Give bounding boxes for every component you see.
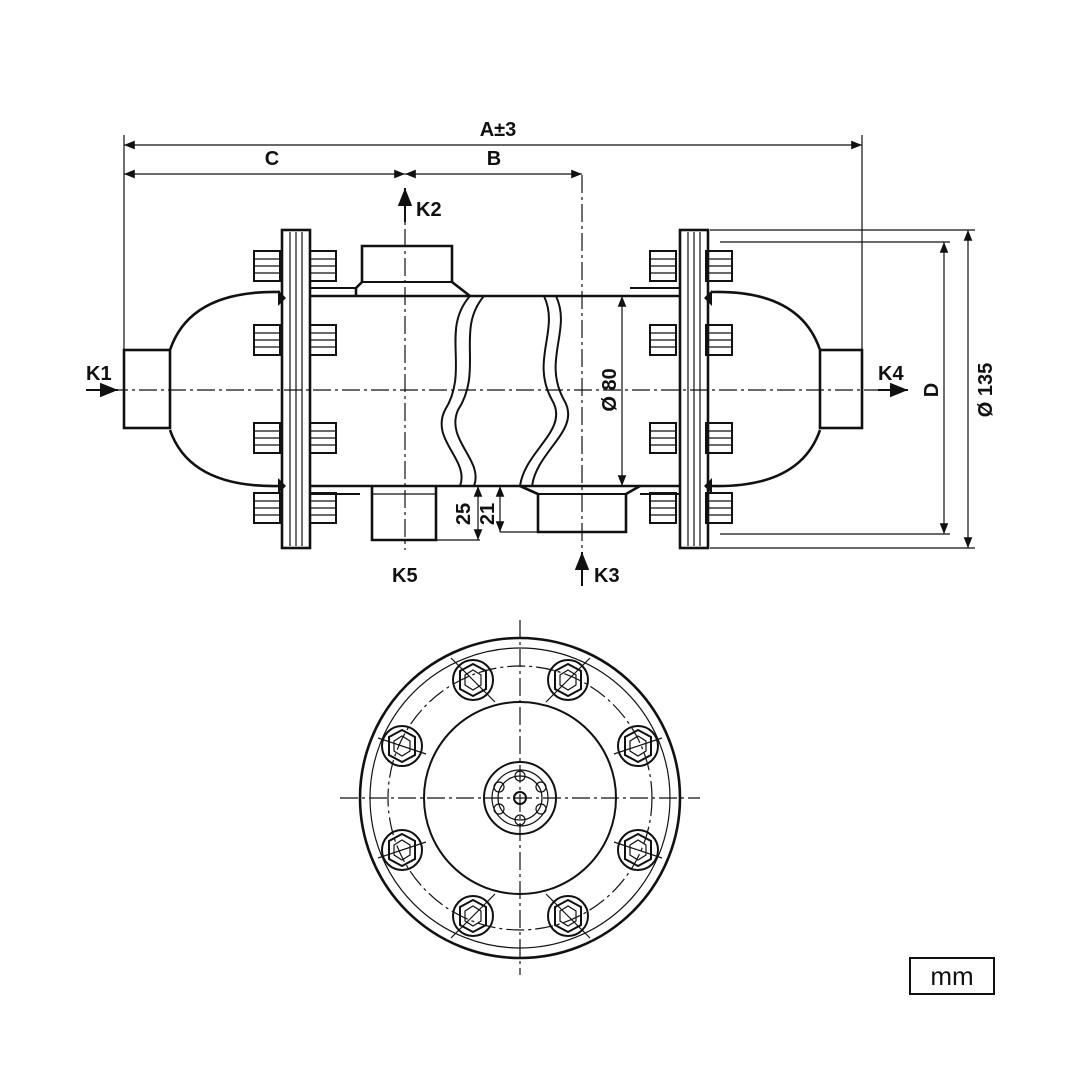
end-view <box>340 620 700 975</box>
port-k4-label: K4 <box>878 363 904 385</box>
port-k2-label: K2 <box>416 199 442 221</box>
unit-box <box>909 957 995 995</box>
side-view <box>86 135 975 586</box>
dimension-c-label: C <box>265 148 279 170</box>
dimension-b-label: B <box>487 148 501 170</box>
dimension-d-label: D <box>921 383 943 397</box>
unit-label: mm <box>930 961 973 991</box>
port-k1-label: K1 <box>86 363 112 385</box>
port-k5-label: K5 <box>392 565 418 587</box>
dimension-21-label: 21 <box>477 503 499 525</box>
dimension-a-label: A±3 <box>480 119 517 141</box>
port-k3-label: K3 <box>594 565 620 587</box>
diameter-80-label: Ø 80 <box>599 368 621 411</box>
diameter-135-label: Ø 135 <box>975 363 997 417</box>
dimension-25-label: 25 <box>453 503 475 525</box>
